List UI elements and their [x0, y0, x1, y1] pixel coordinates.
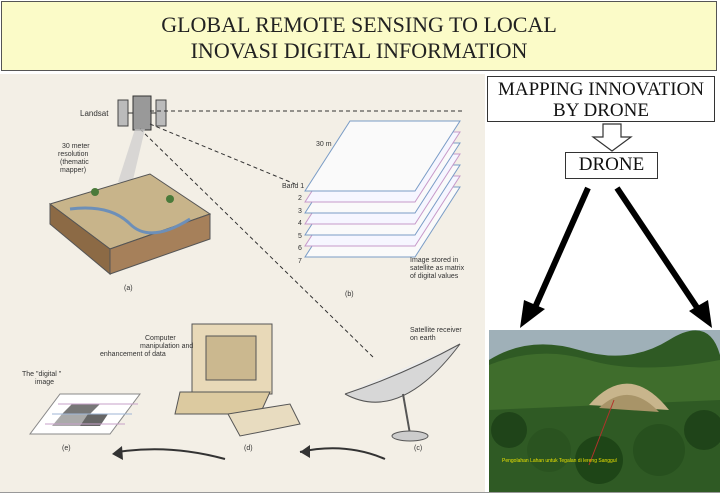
bottom-divider: [0, 492, 720, 501]
mapping-line-2: BY DRONE: [553, 100, 649, 121]
mapping-innovation-box: MAPPING INNOVATION BY DRONE: [487, 76, 715, 122]
sensor-beam: [118, 129, 145, 184]
diagram-svg: Landsat 30 meter resolution (thematic ma…: [22, 95, 465, 460]
digital-image-grid: [29, 393, 141, 435]
title-line-2: INOVASI DIGITAL INFORMATION: [190, 38, 528, 63]
drone-aerial-photo: [489, 330, 720, 492]
photo-caption: Pengolahan Lahan untuk Tegalan di lereng…: [502, 458, 617, 464]
arrow-computer-to-image: [117, 448, 226, 460]
band-label-7: 7: [298, 258, 302, 265]
resolution-label-4: mapper): [60, 167, 86, 174]
dashed-line-mid: [149, 123, 296, 185]
band-label-4: 4: [298, 220, 302, 227]
band-label-5: 5: [298, 233, 302, 240]
stored-label-3: of digital values: [410, 273, 459, 280]
receiver-label-2: on earth: [410, 335, 436, 342]
band-label-2: 2: [298, 195, 302, 202]
label-e: (e): [62, 445, 71, 452]
band-label-6: 6: [298, 245, 302, 252]
arrowhead-1: [300, 445, 310, 458]
digital-label-2: image: [35, 379, 54, 386]
stored-label-1: Image stored in: [410, 257, 458, 264]
computer-label-1: Computer: [145, 335, 176, 342]
resolution-label-2: resolution: [58, 151, 88, 158]
receiver-label-1: Satellite receiver: [410, 327, 462, 334]
label-b: (b): [345, 291, 354, 298]
band-label-3: 3: [298, 208, 302, 215]
stored-label-2: satellite as matrix: [410, 265, 465, 272]
slide-title: GLOBAL REMOTE SENSING TO LOCAL INOVASI D…: [1, 1, 717, 71]
title-line-1: GLOBAL REMOTE SENSING TO LOCAL: [161, 12, 557, 37]
resolution-label-1: 30 meter: [62, 143, 90, 150]
computer-label-3: enhancement of data: [100, 351, 166, 358]
remote-sensing-diagram: Landsat 30 meter resolution (thematic ma…: [0, 74, 485, 492]
dashed-line-receiver: [139, 128, 376, 360]
landsat-label: Landsat: [80, 109, 109, 118]
label-c: (c): [414, 445, 422, 452]
arrowhead-2: [112, 446, 123, 460]
meters-label: 30 m: [316, 141, 332, 148]
digital-label-1: The "digital ": [22, 371, 62, 378]
band-label-1: Band 1: [282, 183, 304, 190]
landsat-satellite-icon: [117, 95, 167, 131]
terrain-block: [48, 173, 212, 276]
mapping-line-1: MAPPING INNOVATION: [497, 79, 705, 100]
drone-label-box: DRONE: [565, 152, 658, 179]
computer-label-2: manipulation and: [140, 343, 193, 350]
label-d: (d): [244, 445, 253, 452]
computer-icon: [174, 323, 301, 437]
label-a: (a): [124, 285, 133, 292]
resolution-label-3: (thematic: [60, 159, 89, 166]
arrow-receiver-to-computer: [299, 447, 386, 460]
band-stack: [304, 120, 461, 258]
forest-hillside-image: [489, 330, 720, 492]
satellite-dish-icon: [344, 343, 461, 442]
